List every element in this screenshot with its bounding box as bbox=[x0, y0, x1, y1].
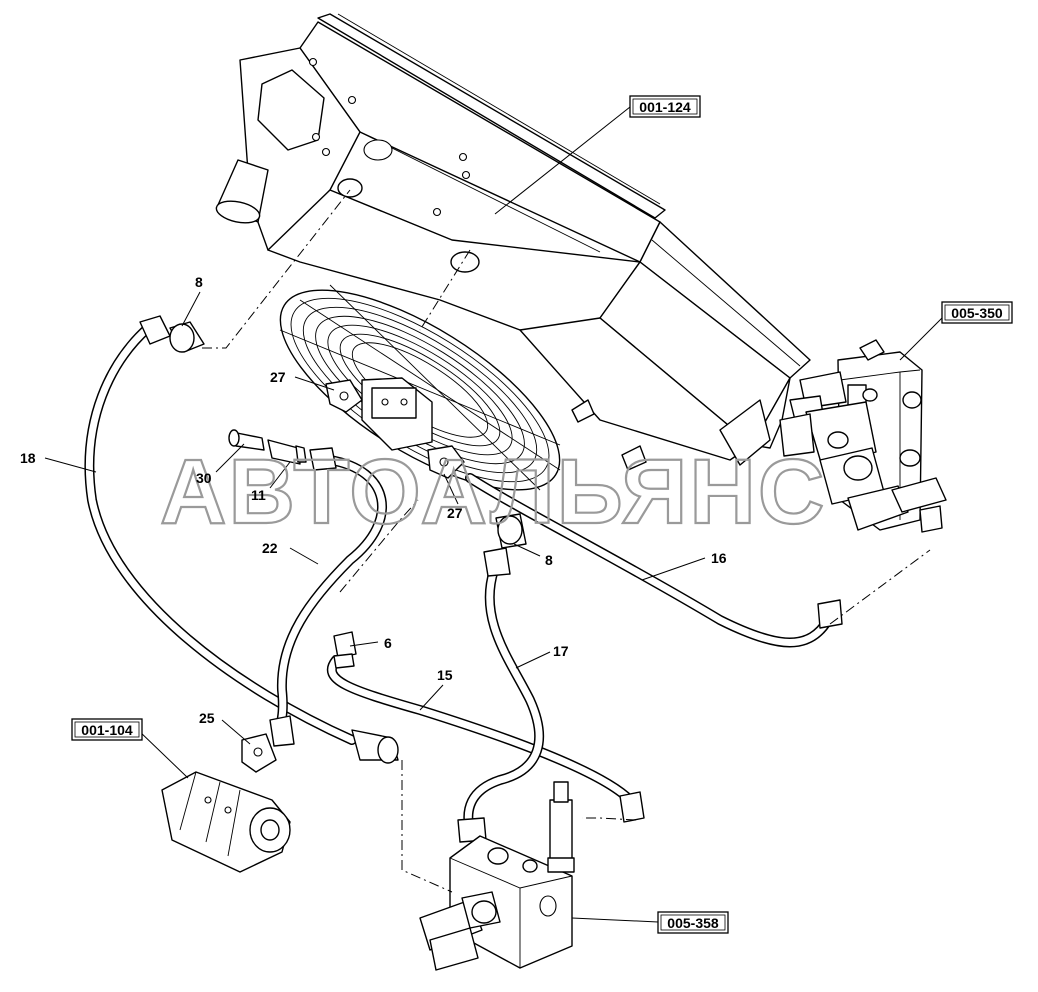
ref-005-358-label: 005-358 bbox=[667, 915, 719, 931]
callout-16: 16 bbox=[711, 550, 727, 566]
ref-005-350[interactable]: 005-350 bbox=[941, 301, 1013, 324]
callout-30: 30 bbox=[196, 470, 212, 486]
hose-17 bbox=[457, 547, 545, 843]
callout-6: 6 bbox=[384, 635, 392, 651]
ref-005-350-label: 005-350 bbox=[951, 305, 1003, 321]
reference-boxes: 001-124 005-350 001-104 005-358 bbox=[71, 95, 1013, 934]
callout-8-mid: 8 bbox=[545, 552, 553, 568]
callout-27-mid: 27 bbox=[447, 505, 463, 521]
callout-labels: 8 27 18 30 11 27 8 16 22 6 17 15 25 bbox=[20, 274, 727, 726]
hoses bbox=[84, 315, 843, 843]
fan-guard bbox=[279, 284, 561, 491]
oil-cooler-assembly bbox=[215, 13, 811, 471]
ref-001-104[interactable]: 001-104 bbox=[71, 718, 143, 741]
callout-15: 15 bbox=[437, 667, 453, 683]
callout-8-top: 8 bbox=[195, 274, 203, 290]
callout-22: 22 bbox=[262, 540, 278, 556]
connector-lines bbox=[202, 189, 931, 893]
callout-18: 18 bbox=[20, 450, 36, 466]
callout-27-left: 27 bbox=[270, 369, 286, 385]
hose-22 bbox=[269, 447, 387, 747]
fittings bbox=[169, 321, 527, 773]
ref-001-124[interactable]: 001-124 bbox=[629, 95, 701, 118]
valve-block-upper bbox=[779, 339, 947, 533]
gear-pump bbox=[161, 771, 291, 873]
hose-16 bbox=[465, 473, 843, 648]
ref-001-124-label: 001-124 bbox=[639, 99, 691, 115]
callout-11: 11 bbox=[251, 487, 266, 503]
valve-block-lower bbox=[419, 781, 575, 971]
ref-005-358[interactable]: 005-358 bbox=[657, 911, 729, 934]
callout-25: 25 bbox=[199, 710, 215, 726]
ref-001-104-label: 001-104 bbox=[81, 722, 133, 738]
leader-lines bbox=[44, 106, 943, 923]
hose-18 bbox=[84, 315, 399, 764]
hose-15 bbox=[326, 655, 645, 823]
watermark-text: АВТОАЛЬЯНС bbox=[160, 441, 826, 543]
callout-17: 17 bbox=[553, 643, 569, 659]
